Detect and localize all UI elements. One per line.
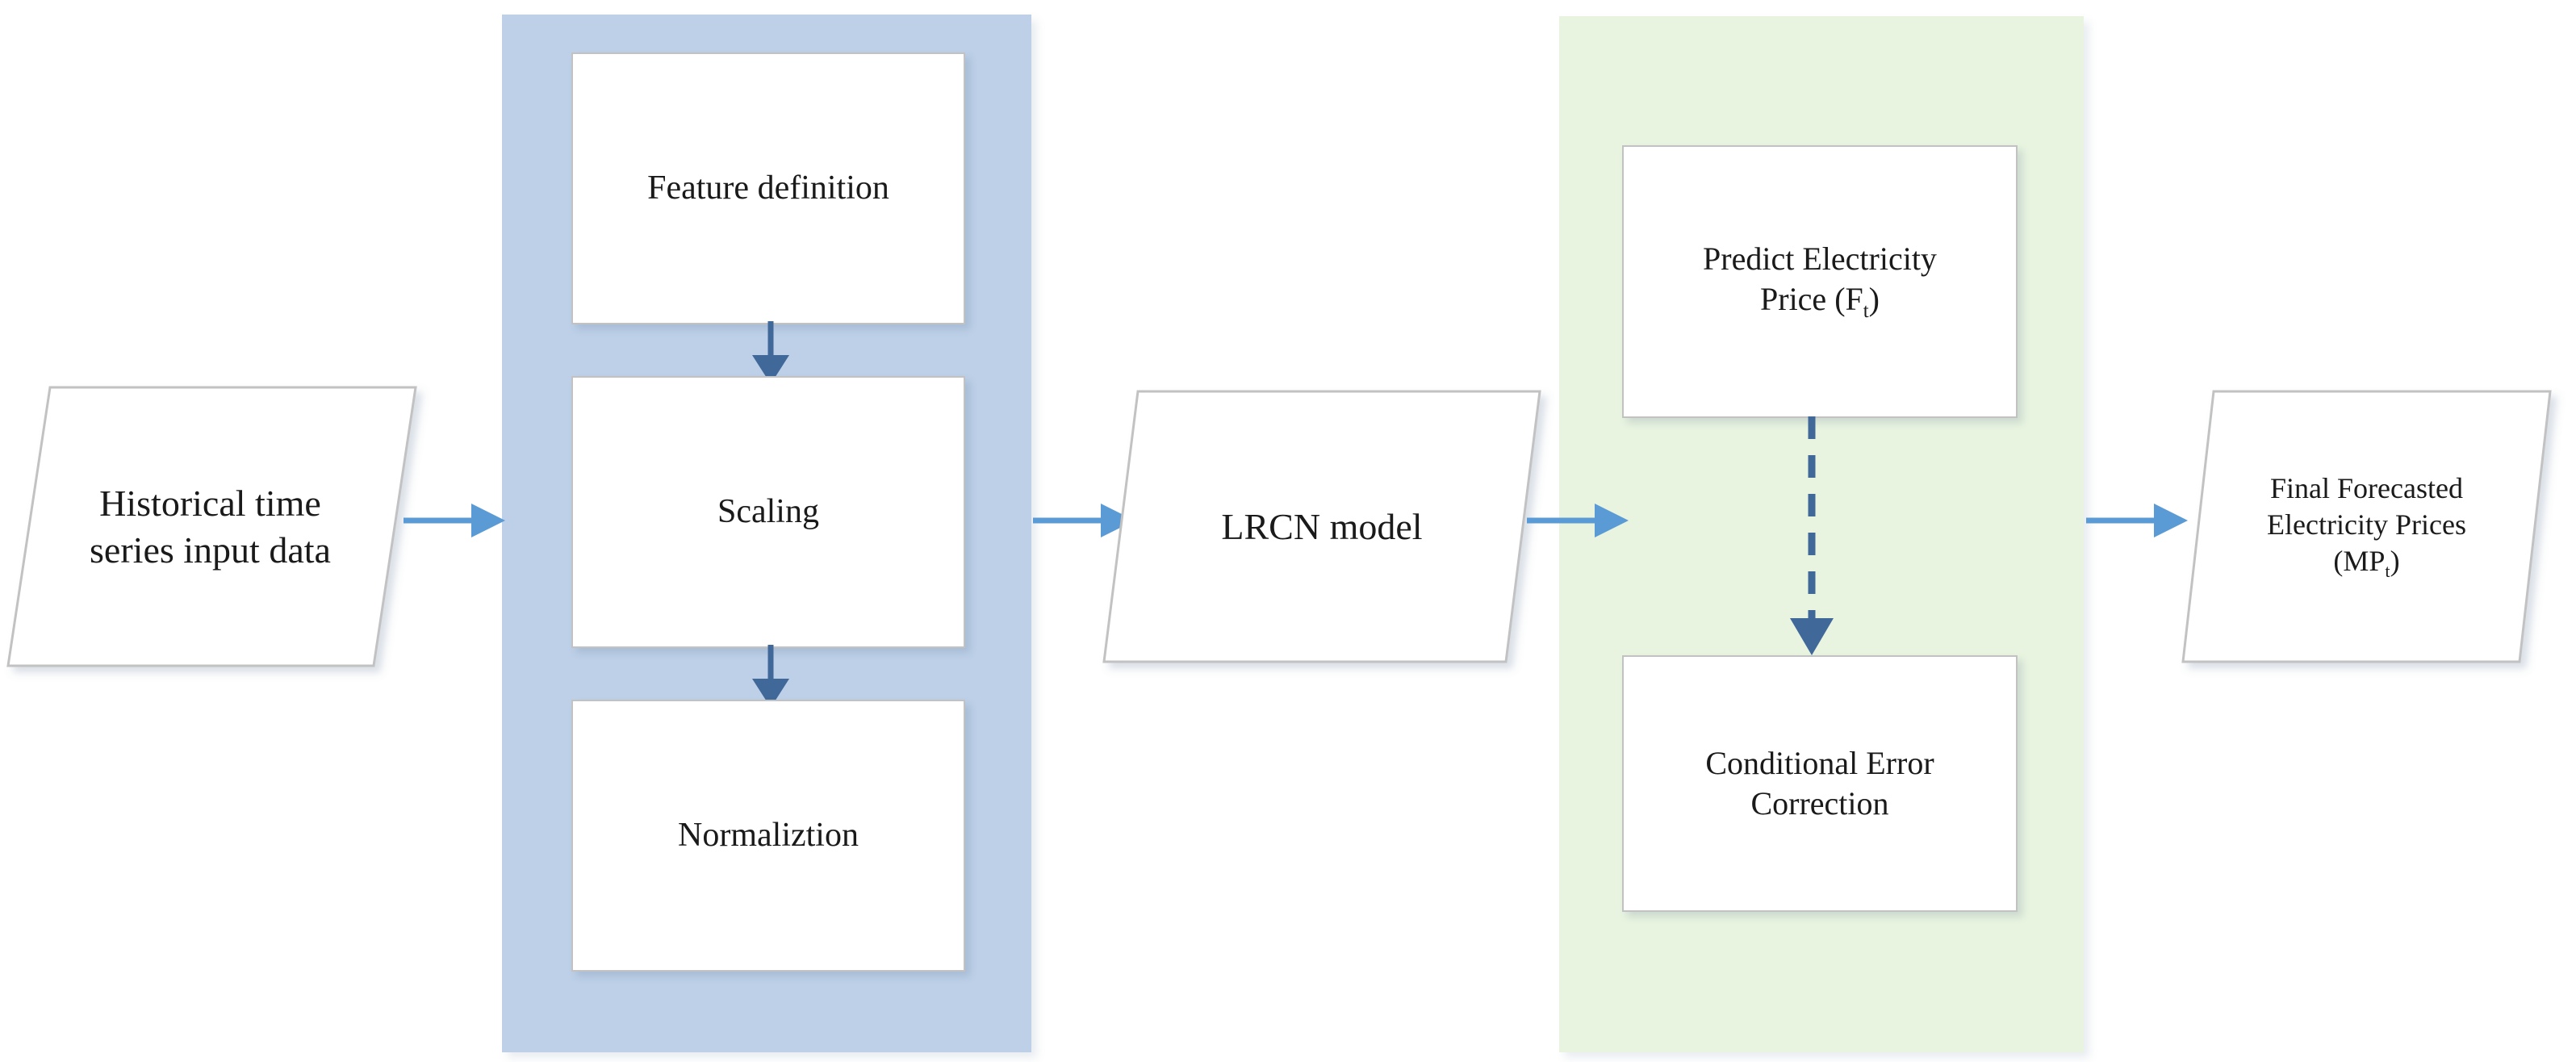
predict-price-line2-pre: Price (F	[1760, 281, 1863, 317]
lrcn-model-node[interactable]: LRCN model	[1102, 390, 1541, 663]
step-normaliztion-label: Normaliztion	[678, 817, 859, 855]
step-feature-definition-label: Feature definition	[647, 169, 889, 207]
connector-preprocessing-to-lrcn	[1033, 500, 1138, 541]
connector-scaling-to-normaliztion	[746, 645, 795, 709]
step-conditional-error-correction[interactable]: Conditional Error Correction	[1622, 655, 2018, 912]
predict-price-subscript: t	[1863, 300, 1869, 322]
connector-postprocessing-to-final-output	[2086, 500, 2191, 541]
correction-line1: Conditional Error	[1705, 745, 1934, 781]
step-conditional-error-correction-label: Conditional Error Correction	[1694, 743, 1945, 824]
step-predict-electricity-price[interactable]: Predict Electricity Price (Ft)	[1622, 145, 2018, 418]
connector-lrcn-to-postprocessing	[1527, 500, 1632, 541]
connector-feature-to-scaling	[746, 321, 795, 386]
final-output-parallelogram-svg	[2181, 390, 2552, 663]
step-scaling-label: Scaling	[717, 493, 819, 531]
step-feature-definition[interactable]: Feature definition	[571, 52, 965, 324]
lrcn-model-parallelogram-svg	[1102, 390, 1541, 663]
predict-price-line1: Predict Electricity	[1703, 240, 1937, 277]
input-data-node[interactable]: Historical time series input data	[6, 386, 417, 667]
final-output-node[interactable]: Final Forecasted Electricity Prices (MPt…	[2181, 390, 2552, 663]
step-scaling[interactable]: Scaling	[571, 376, 965, 648]
correction-line2: Correction	[1750, 785, 1889, 822]
connector-input-to-preprocessing	[404, 500, 508, 541]
input-data-parallelogram-svg	[6, 386, 417, 667]
predict-price-line2: Price (Ft)	[1703, 279, 1937, 324]
step-predict-electricity-price-label: Predict Electricity Price (Ft)	[1692, 239, 1948, 324]
step-normaliztion[interactable]: Normaliztion	[571, 700, 965, 972]
predict-price-line2-post: )	[1868, 281, 1880, 317]
connector-predict-to-correction	[1784, 416, 1840, 659]
